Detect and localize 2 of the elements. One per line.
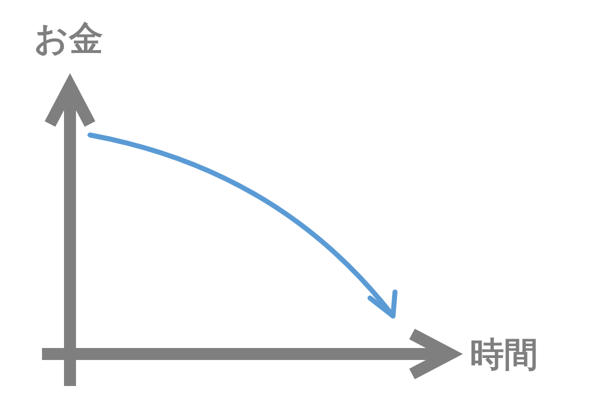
axis-label: お金 bbox=[34, 22, 103, 56]
axis-label: 時間 bbox=[470, 338, 538, 372]
